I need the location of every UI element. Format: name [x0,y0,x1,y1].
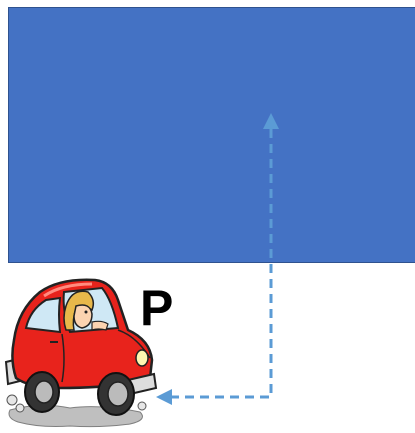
rear-wheel [24,371,60,413]
dust-puffs [6,394,147,413]
path-segment [170,128,273,399]
point-label: P [140,280,174,336]
driver-face [73,304,93,329]
driver-arm [91,320,109,331]
car-icon [4,278,158,428]
arrowhead-up [263,113,279,129]
driver-eye [84,310,88,314]
headlight [135,349,149,367]
front-wheel [97,372,135,416]
side-window [24,296,62,334]
blue-rectangle [8,7,415,263]
roof-highlight [43,282,93,298]
door-line [61,333,65,383]
arrowhead-left [156,389,172,405]
dashed-arrow-path [170,128,273,399]
